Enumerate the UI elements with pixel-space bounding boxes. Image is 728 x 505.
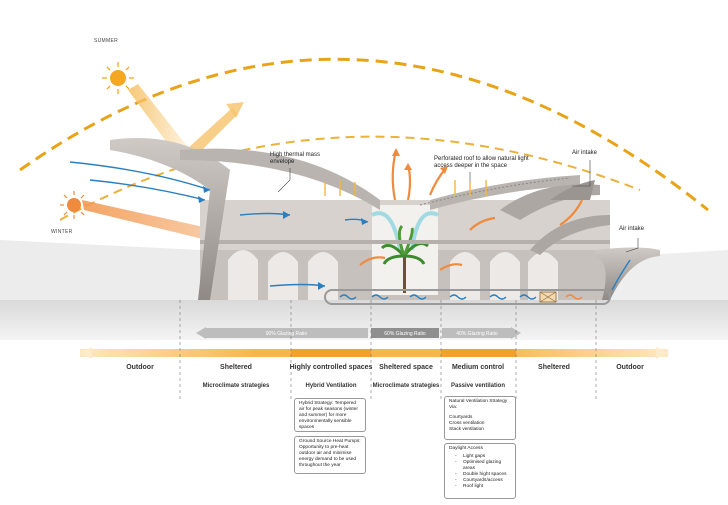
natural-ventilation-item: Stack ventilation: [449, 427, 484, 432]
zone-dividers: [179, 300, 597, 400]
glazing-label-left: 90% Glazing Ratio: [265, 331, 308, 337]
solar-gain-arrows: [324, 180, 487, 196]
hybrid-strategy-text: Hybrid Strategy: Tempered air for peak s…: [299, 401, 358, 430]
callout-air-intake-1: Air intake: [572, 150, 598, 156]
glazing-label-right: 40% Glazing Ratio: [456, 331, 498, 337]
strategy-hybrid-ventilation: Hybrid Ventilation: [305, 383, 357, 389]
reflected-beam: [186, 108, 238, 158]
natural-ventilation-title: Natural Ventilation Strategy Via:: [449, 399, 508, 410]
zone-highly-controlled: Highly controlled spaces: [289, 364, 373, 371]
summer-sun-icon: [102, 62, 134, 94]
ground-source-box: Ground Source Heat Pumps: Opportunity to…: [294, 436, 366, 474]
ground-source-text: Ground Source Heat Pumps: Opportunity to…: [299, 439, 361, 468]
natural-ventilation-item: Courtyards: [449, 415, 473, 420]
daylight-access-title: Daylight Access: [449, 446, 483, 451]
glazing-bar-middle: [371, 328, 439, 338]
callout-air-intake-2: Air intake: [619, 226, 645, 232]
glazing-label-middle: 60% Glazing Ratio: [384, 331, 426, 337]
winter-sun-path: [59, 135, 641, 221]
glazing-bar-left: [205, 328, 368, 338]
hybrid-strategy-box: Hybrid Strategy: Tempered air for peak s…: [294, 398, 366, 432]
main-roof: [180, 148, 380, 210]
daylight-item: Optimised glazing areas: [455, 460, 511, 472]
cool-air-heads: [198, 186, 368, 290]
left-canopy: [110, 138, 230, 300]
daylight-item: Light gaps: [455, 454, 511, 460]
summer-label: SUMMER: [94, 38, 119, 44]
daylight-item: Double hight spaces: [455, 472, 511, 478]
callout-perforated-roof: Perforated roof to allow natural light a…: [434, 156, 529, 169]
zone-sheltered-right: Sheltered: [538, 364, 570, 371]
callout-leaders: [277, 160, 639, 253]
winter-label: WINTER: [51, 229, 73, 235]
air-intake-canopy: [595, 247, 660, 300]
palm-tree-icon: [380, 224, 429, 293]
zone-sheltered-space: Sheltered space: [379, 364, 433, 371]
strategy-microclimate-left: Microclimate strategies: [202, 383, 270, 389]
natural-ventilation-item: Cross ventilation: [449, 421, 485, 426]
daylight-item: Roof light: [455, 484, 511, 490]
strategy-microclimate-middle: Microclimate strategies: [372, 383, 440, 389]
zone-bar: [80, 349, 668, 357]
callout-thermal-mass: High thermal mass envelope: [270, 152, 321, 165]
zone-sheltered-left: Sheltered: [220, 364, 252, 371]
summer-sun-path: [19, 57, 709, 212]
winter-sun-icon: [60, 191, 88, 219]
strategy-passive-ventilation: Passive ventilation: [450, 383, 506, 389]
zone-outdoor-right: Outdoor: [616, 364, 644, 371]
reflected-beam-head: [226, 102, 244, 118]
natural-ventilation-box: Natural Ventilation Strategy Via: Courty…: [444, 396, 516, 440]
glazing-bar-right: [442, 328, 512, 338]
ground-source-duct: [324, 289, 611, 305]
daylight-access-box: Daylight Access Light gaps Optimised gla…: [444, 443, 516, 499]
arches: [228, 250, 558, 300]
zone-medium-control: Medium control: [451, 364, 505, 371]
duct-cool-air: [339, 294, 537, 300]
zone-outdoor-left: Outdoor: [126, 364, 154, 371]
daylight-item: Courtyards/access: [455, 478, 511, 484]
